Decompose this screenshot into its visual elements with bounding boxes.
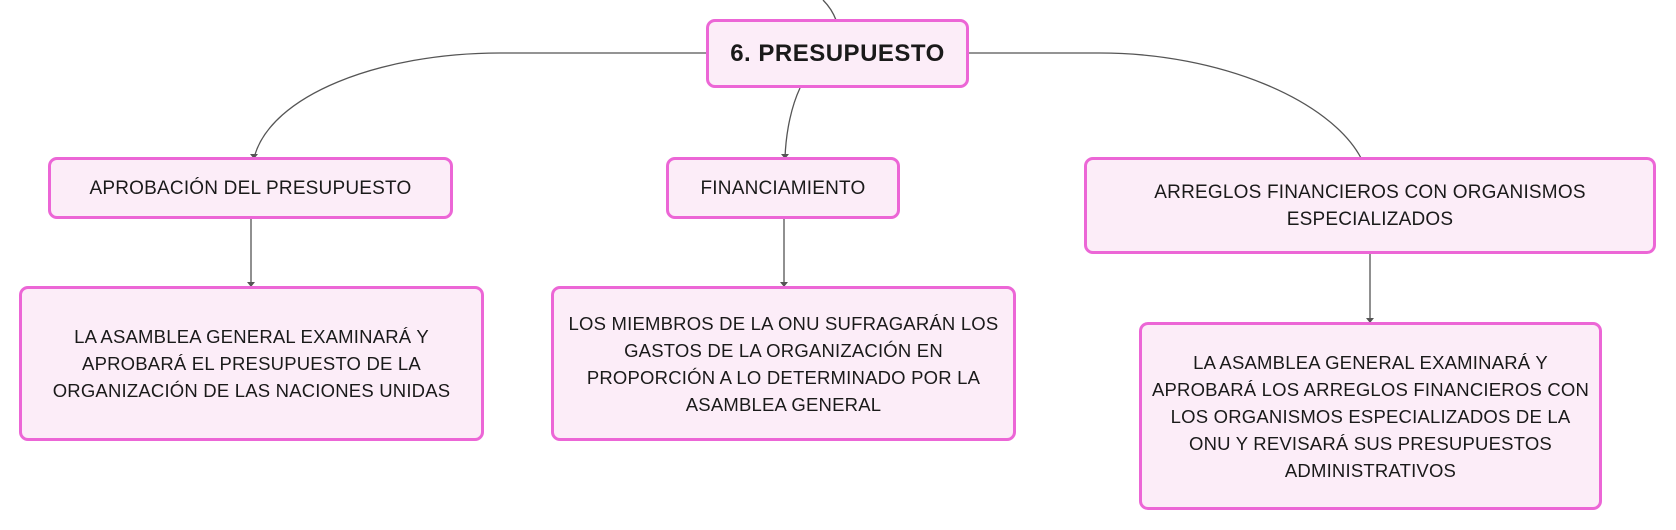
arrowhead (780, 282, 788, 287)
root-node[interactable]: 6. PRESUPUESTO (706, 19, 969, 88)
branch-node-label: ARREGLOS FINANCIEROS CON ORGANISMOS ESPE… (1154, 181, 1586, 230)
detail-node-financiamiento[interactable]: LOS MIEMBROS DE LA ONU SUFRAGARÁN LOS GA… (551, 286, 1016, 441)
detail-node-aprobacion[interactable]: LA ASAMBLEA GENERAL EXAMINARÁ Y APROBARÁ… (19, 286, 484, 441)
connector-from-parent (822, 0, 837, 21)
arrowhead (781, 154, 789, 159)
arrowhead (250, 154, 258, 159)
branch-node-aprobacion[interactable]: APROBACIÓN DEL PRESUPUESTO (48, 157, 453, 219)
branch-node-financiamiento[interactable]: FINANCIAMIENTO (666, 157, 900, 219)
branch-node-label: FINANCIAMIENTO (700, 177, 866, 199)
branch-node-label: APROBACIÓN DEL PRESUPUESTO (89, 177, 412, 199)
detail-node-text: LA ASAMBLEA GENERAL EXAMINARÁ Y APROBARÁ… (52, 326, 451, 401)
detail-node-text: LA ASAMBLEA GENERAL EXAMINARÁ Y APROBARÁ… (1151, 351, 1590, 481)
branch-node-arreglos[interactable]: ARREGLOS FINANCIEROS CON ORGANISMOS ESPE… (1084, 157, 1656, 254)
connector-root-to-arreglos (968, 52, 1362, 159)
detail-node-arreglos[interactable]: LA ASAMBLEA GENERAL EXAMINARÁ Y APROBARÁ… (1139, 322, 1602, 510)
connector-root-to-financiamiento (784, 87, 801, 159)
root-node-label: 6. PRESUPUESTO (730, 40, 945, 67)
connector-root-to-aprobacion (253, 52, 707, 159)
detail-node-text: LOS MIEMBROS DE LA ONU SUFRAGARÁN LOS GA… (568, 312, 999, 415)
arrowhead (247, 282, 255, 287)
arrowhead (1366, 318, 1374, 323)
